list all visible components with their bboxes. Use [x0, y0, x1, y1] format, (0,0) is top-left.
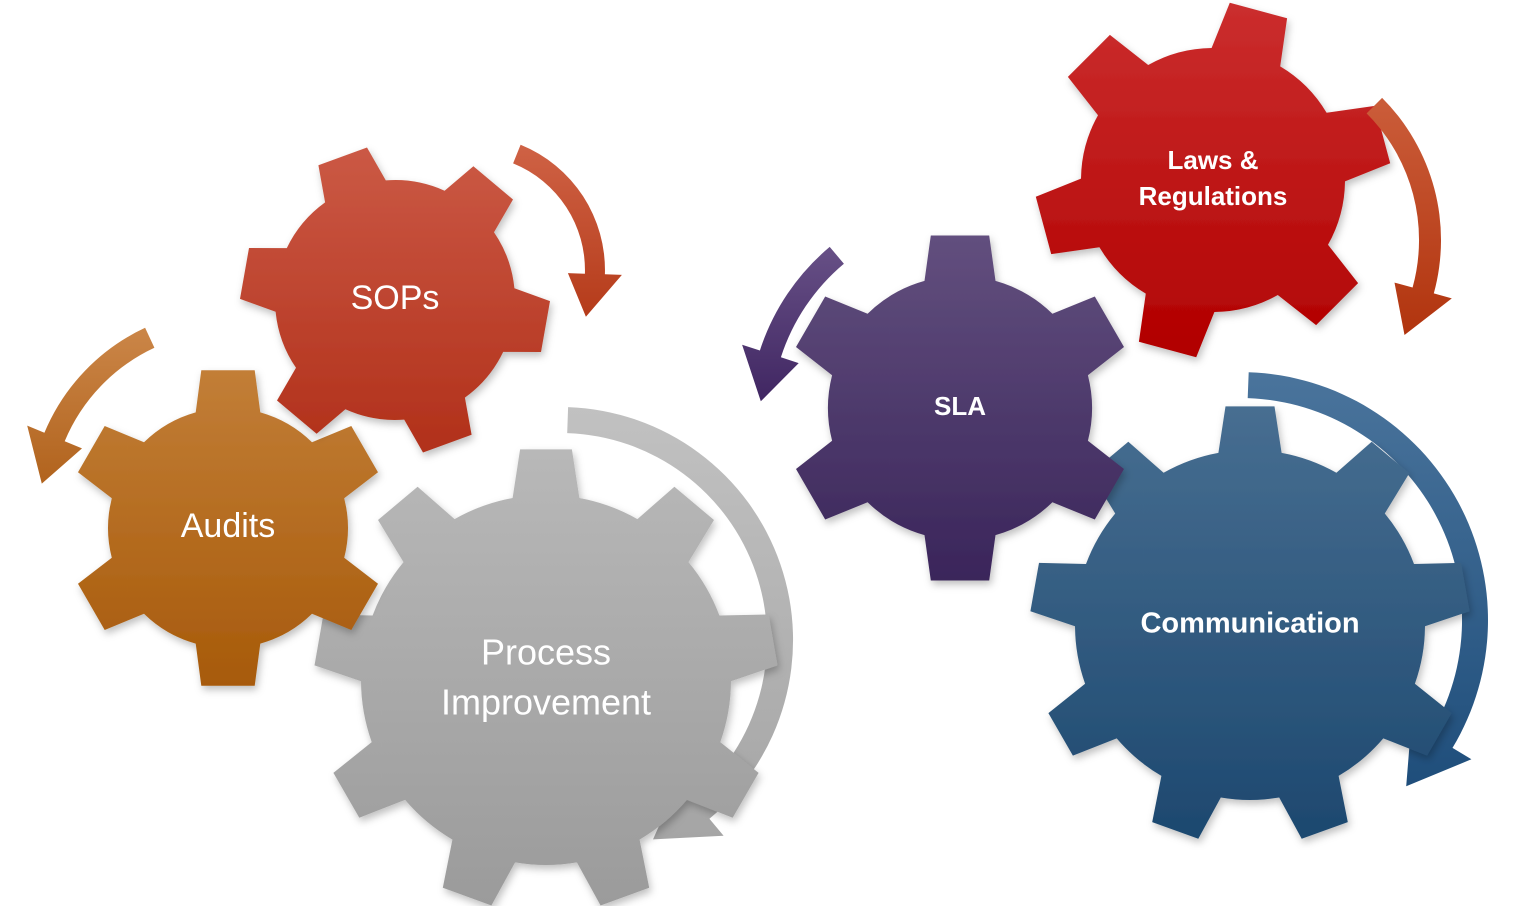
gear-process-label-line-0: Process [481, 632, 611, 673]
audits-arrow [27, 327, 155, 484]
gear-laws-shape [1035, 2, 1391, 358]
gear-audits: Audits [78, 370, 378, 686]
gear-sops-label-line-0: SOPs [351, 279, 440, 317]
gear-audits-shape [78, 370, 378, 686]
gear-sla: SLA [796, 235, 1124, 581]
gear-sla-shape [796, 235, 1124, 581]
gear-audits-label-line-0: Audits [181, 507, 276, 545]
gear-process-label-line-1: Improvement [441, 682, 651, 723]
gear-sla-label-line-0: SLA [934, 391, 986, 421]
sops-arrow [513, 144, 622, 317]
sla-arrow [742, 246, 844, 402]
gear-laws-label-line-1: Regulations [1139, 181, 1288, 211]
gear-laws: Laws & Regulations [1035, 2, 1391, 358]
gear-communication: Communication [1030, 406, 1470, 839]
gear-communication-label-line-0: Communication [1140, 608, 1359, 640]
laws-arrow [1366, 97, 1452, 336]
gear-sops-shape [240, 147, 550, 453]
gear-sops: SOPs [240, 147, 550, 453]
process-arrow [567, 407, 794, 840]
communication-arrow [1247, 372, 1488, 787]
gear-communication-shape [1030, 406, 1470, 839]
gear-laws-label-line-0: Laws & [1167, 145, 1258, 175]
gear-process-shape [314, 449, 778, 906]
